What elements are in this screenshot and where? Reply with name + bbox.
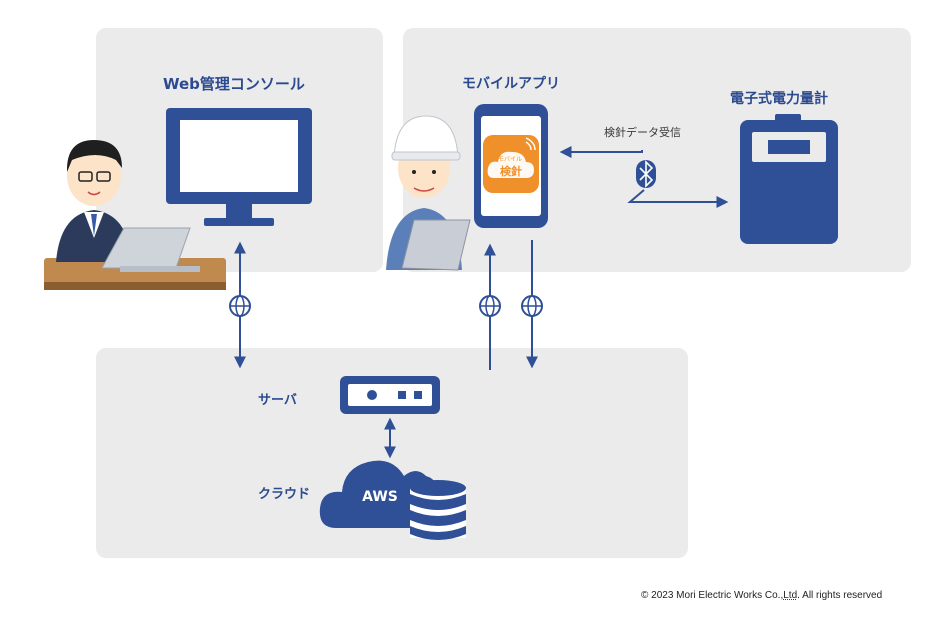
worker-person-icon: [386, 115, 471, 271]
aws-text: AWS: [362, 489, 398, 505]
admin-person-icon: [44, 140, 226, 290]
app-to-meter-arrow: [627, 189, 729, 208]
bluetooth-icon: [636, 160, 656, 188]
app-icon-small-text: モバイル: [498, 156, 522, 163]
meter-to-app-arrow: [559, 146, 643, 158]
server-icon: [340, 376, 440, 414]
meter-label: 電子式電力量計: [730, 91, 828, 107]
smartphone-icon: モバイル 検針: [474, 104, 548, 228]
globe-icon: [229, 295, 251, 317]
web-console-label: Web管理コンソール: [163, 75, 305, 93]
database-icon: [410, 480, 466, 540]
mobile-app-label: モバイルアプリ: [462, 76, 560, 92]
app-icon-main-text: 検針: [500, 164, 522, 178]
meter-reading-label: 検針データ受信: [604, 126, 681, 139]
copyright: © 2023 Mori Electric Works Co.,Ltd. All …: [641, 590, 883, 601]
electric-meter-icon: [740, 114, 838, 244]
globe-icon: [521, 295, 543, 317]
cloud-label: クラウド: [258, 487, 311, 502]
monitor-icon: [166, 108, 312, 226]
server-label: サーバ: [258, 393, 297, 408]
globe-icon: [479, 295, 501, 317]
